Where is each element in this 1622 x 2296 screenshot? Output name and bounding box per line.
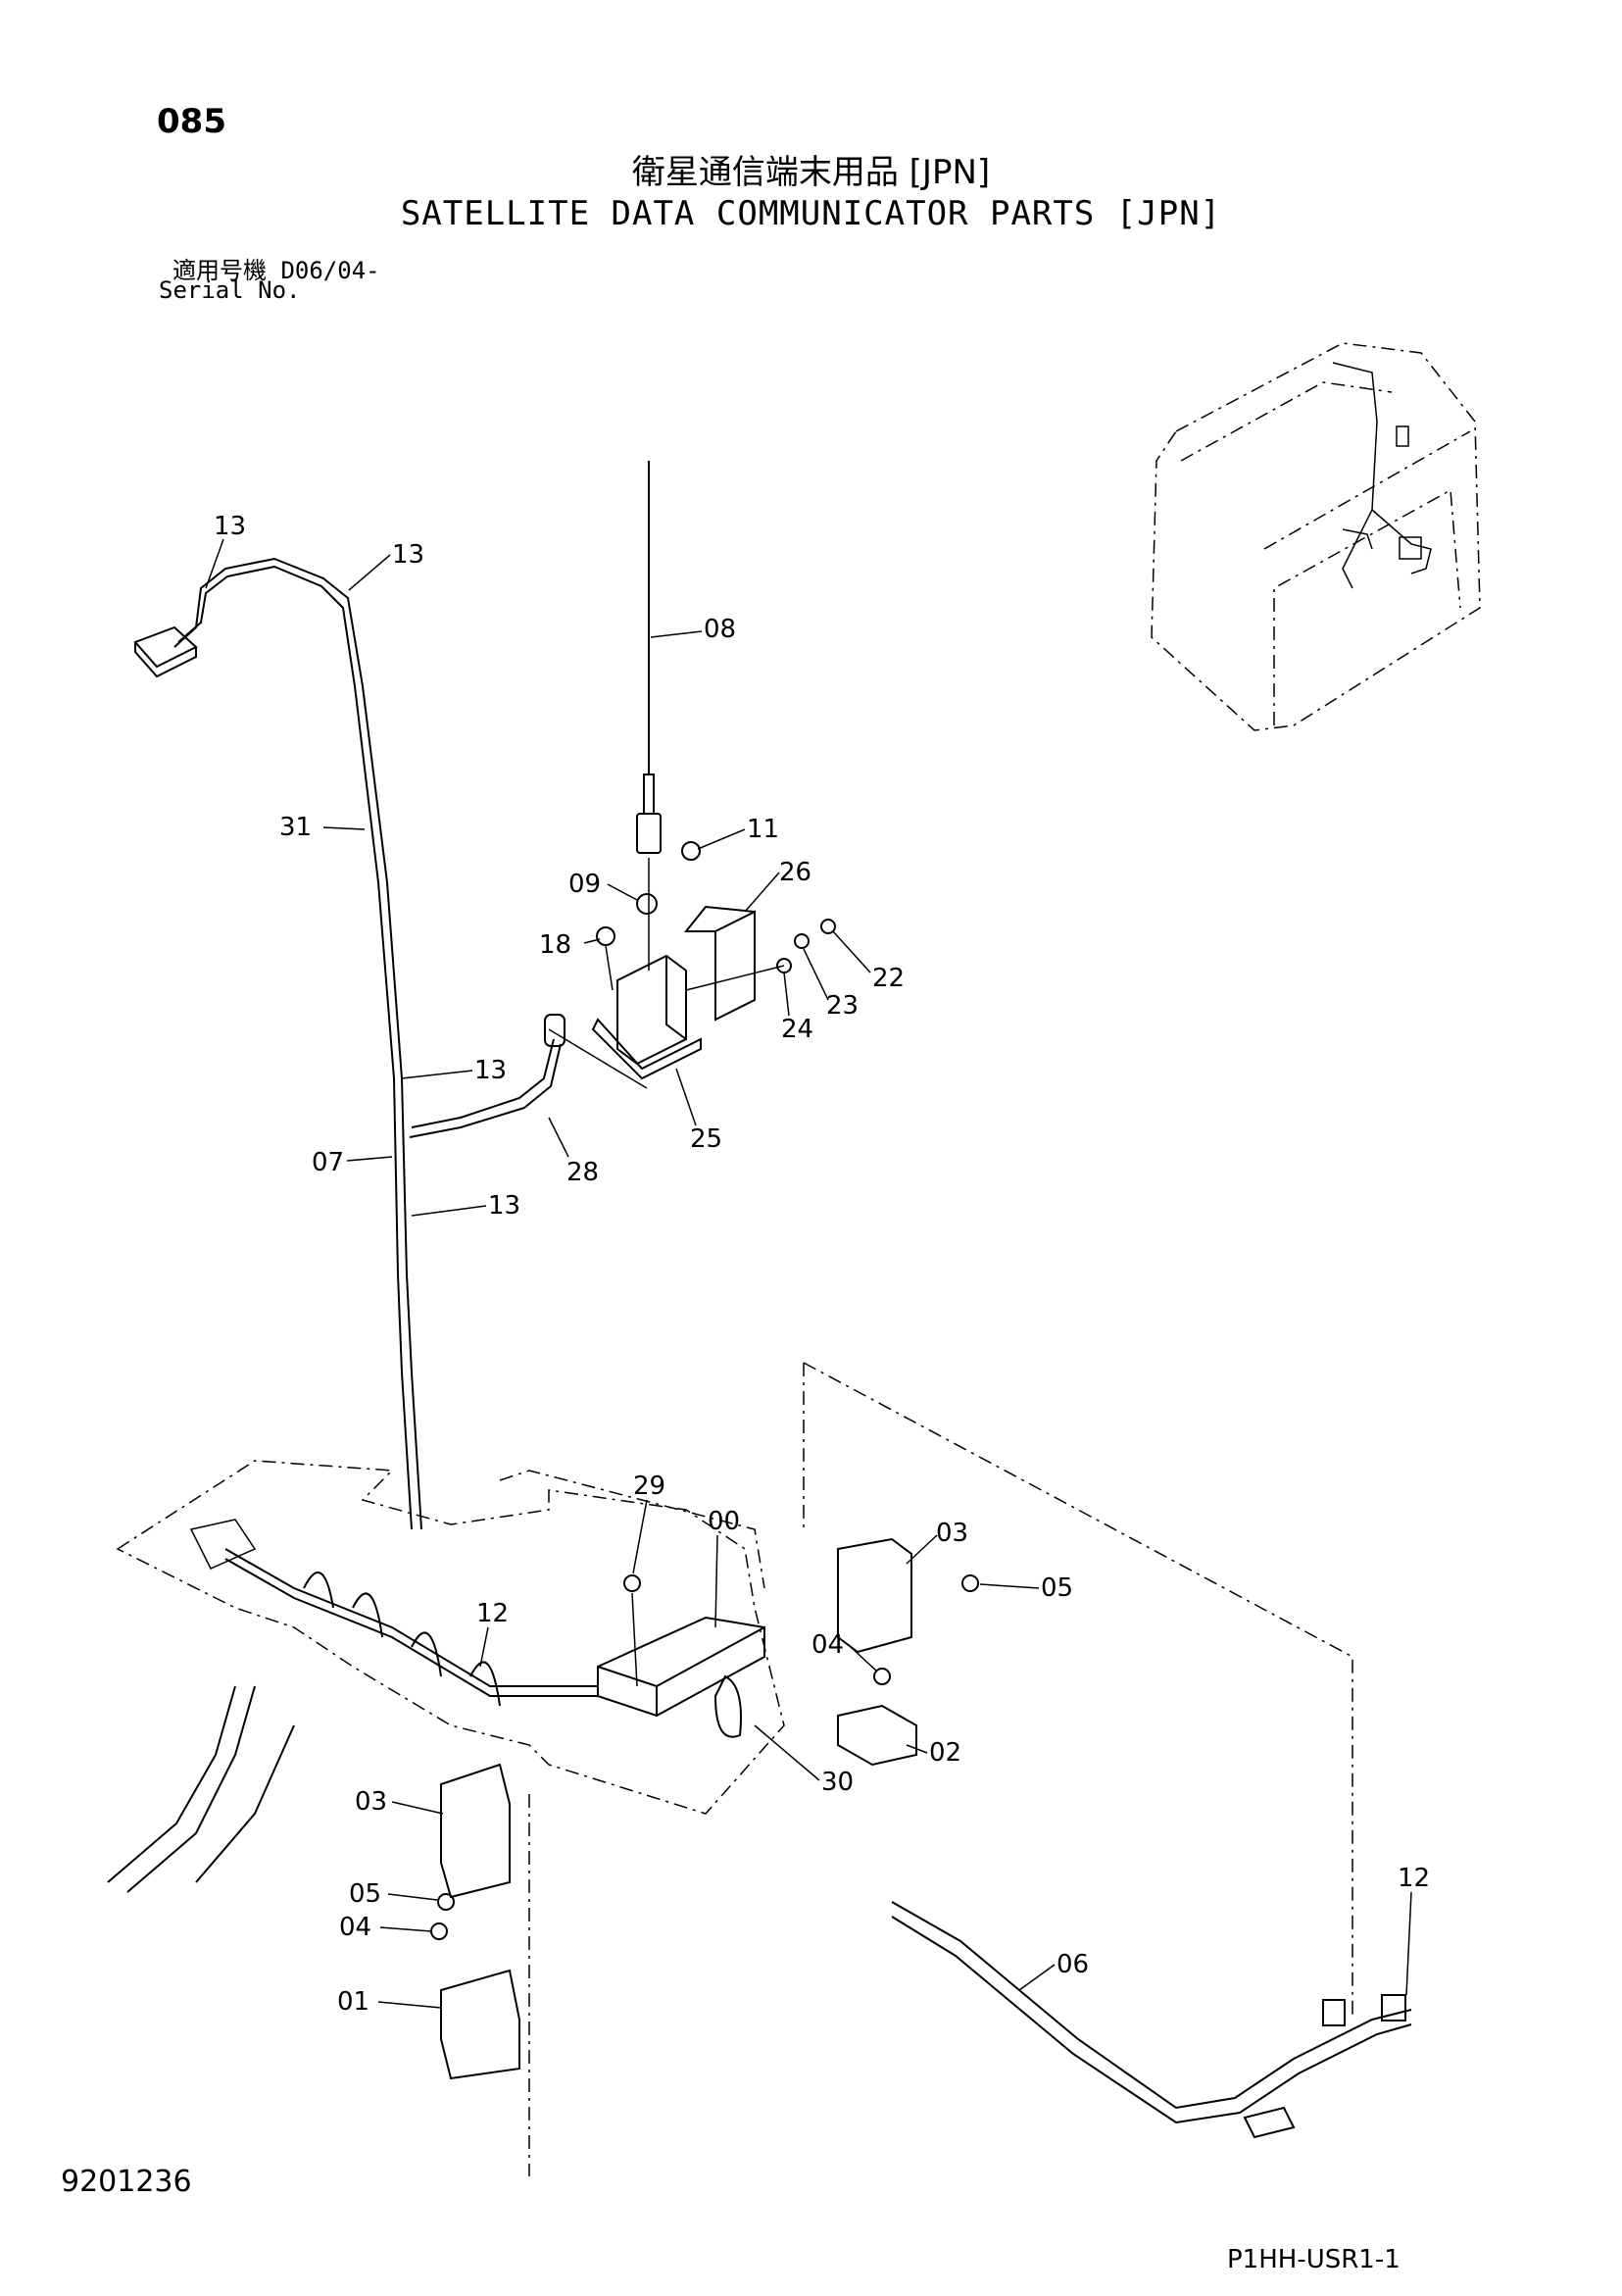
antenna (636, 461, 662, 854)
callout-25: 25 (690, 1124, 722, 1154)
callout-30: 30 (821, 1768, 854, 1797)
callout-12: 12 (476, 1599, 509, 1628)
callout-18: 18 (539, 930, 571, 960)
callout-05: 05 (349, 1879, 381, 1909)
callout-26: 26 (779, 858, 811, 887)
callout-02: 02 (929, 1738, 961, 1768)
callout-13: 13 (214, 512, 246, 541)
callout-08: 08 (704, 615, 736, 644)
callout-05: 05 (1041, 1573, 1073, 1603)
callout-11: 11 (747, 815, 779, 844)
callout-29: 29 (633, 1472, 665, 1501)
callout-24: 24 (781, 1015, 813, 1044)
callout-13: 13 (474, 1056, 507, 1085)
callout-03: 03 (936, 1519, 968, 1548)
callout-leaders (205, 538, 1412, 2009)
callout-04: 04 (811, 1630, 844, 1660)
page-title-japanese: 衛星通信端末用品 [JPN] (631, 153, 991, 192)
callout-23: 23 (826, 991, 859, 1021)
serial-applicability-jp: 適用号機 D06/04- (172, 257, 380, 284)
callout-13: 13 (488, 1191, 520, 1221)
drawing-number: 9201236 (61, 2165, 192, 2199)
callout-12: 12 (1398, 1864, 1430, 1893)
callout-00: 00 (708, 1507, 740, 1536)
callout-22: 22 (872, 964, 905, 993)
callout-03: 03 (355, 1787, 387, 1817)
bracket-left (430, 1763, 530, 2176)
harness-06 (891, 1901, 1412, 2139)
callout-09: 09 (568, 870, 601, 899)
controller-unit (597, 1574, 765, 1738)
callout-07: 07 (312, 1148, 344, 1177)
part-callouts: 13 13 08 31 11 09 26 18 22 23 24 13 07 2… (214, 512, 1430, 2017)
cab-inset-drawing (1151, 342, 1481, 731)
base-plate (116, 1460, 785, 1815)
callout-13: 13 (392, 540, 424, 570)
bracket-right (803, 1362, 1353, 2020)
antenna-bracket (548, 841, 836, 1089)
sheet-code: P1HH-USR1-1 (1227, 2245, 1401, 2274)
plate-wiring (107, 1548, 598, 1893)
callout-04: 04 (339, 1913, 371, 1942)
callout-31: 31 (279, 813, 312, 842)
page-number: 085 (157, 102, 226, 141)
page-title-english: SATELLITE DATA COMMUNICATOR PARTS [JPN] (400, 194, 1222, 233)
callout-01: 01 (337, 1987, 369, 2017)
harness-31 (133, 557, 565, 1530)
serial-number-label: Serial No. (159, 276, 301, 304)
callout-06: 06 (1057, 1950, 1089, 1979)
callout-28: 28 (566, 1158, 599, 1187)
